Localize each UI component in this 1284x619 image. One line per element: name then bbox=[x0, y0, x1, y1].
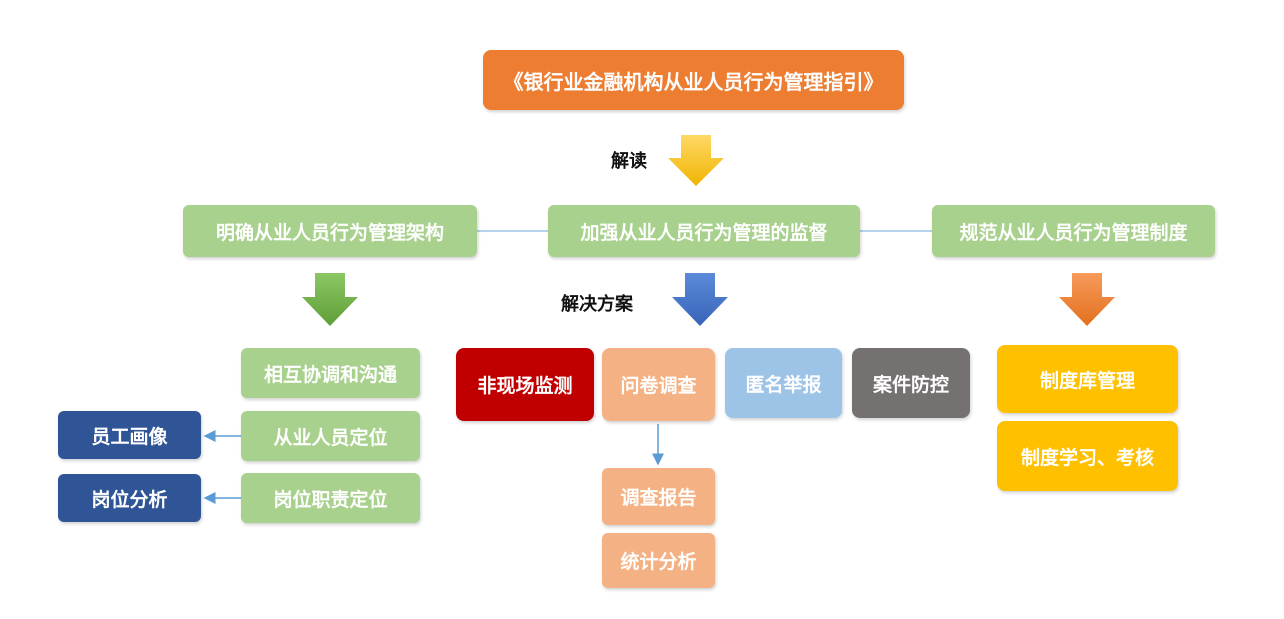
output-employee-portrait: 员工画像 bbox=[58, 411, 201, 459]
pillar-left: 明确从业人员行为管理架构 bbox=[183, 205, 477, 257]
left-down-arrow-icon bbox=[302, 273, 358, 326]
method-offsite-monitoring: 非现场监测 bbox=[456, 348, 594, 421]
left-item-staff-positioning: 从业人员定位 bbox=[241, 411, 420, 461]
center-down-arrow-icon bbox=[672, 273, 728, 326]
right-item-policy-library: 制度库管理 bbox=[997, 345, 1178, 413]
pillar-right: 规范从业人员行为管理制度 bbox=[932, 205, 1215, 257]
right-down-arrow-icon bbox=[1059, 273, 1115, 326]
left-item-coordination: 相互协调和沟通 bbox=[241, 348, 420, 398]
right-item-policy-learning: 制度学习、考核 bbox=[997, 421, 1178, 491]
left-item-duty-positioning: 岗位职责定位 bbox=[241, 473, 420, 523]
method-questionnaire: 问卷调查 bbox=[602, 348, 715, 421]
solution-label: 解决方案 bbox=[561, 294, 633, 315]
output-position-analysis: 岗位分析 bbox=[58, 474, 201, 522]
pillar-center: 加强从业人员行为管理的监督 bbox=[548, 205, 860, 257]
method-case-prevention: 案件防控 bbox=[852, 348, 970, 418]
title-box: 《银行业金融机构从业人员行为管理指引》 bbox=[483, 50, 904, 110]
survey-output-report: 调查报告 bbox=[602, 468, 715, 525]
survey-output-statistics: 统计分析 bbox=[602, 533, 715, 588]
method-anonymous-report: 匿名举报 bbox=[725, 348, 842, 418]
interpret-label: 解读 bbox=[611, 151, 647, 172]
interpret-arrow-icon bbox=[668, 135, 724, 186]
